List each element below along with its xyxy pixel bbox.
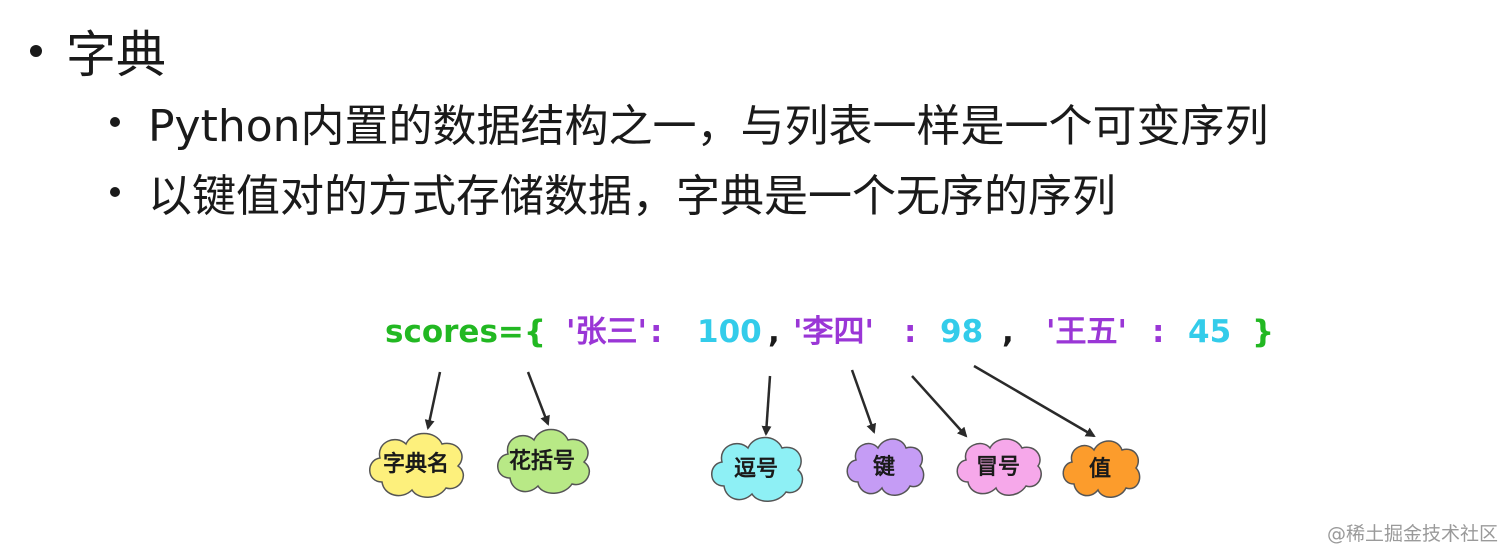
label-braces: 花括号	[508, 449, 575, 474]
label-value: 值	[1088, 457, 1111, 482]
arrow-to-comma	[761, 375, 772, 436]
label-comma: 逗号	[733, 457, 778, 482]
code-key-1: '张三'	[566, 314, 647, 350]
bullet-dot-icon	[30, 45, 42, 57]
cloud-key: 键	[842, 432, 926, 498]
code-value-1: 100	[697, 314, 762, 350]
cloud-braces: 花括号	[490, 422, 594, 496]
cloud-icon	[846, 438, 925, 496]
cloud-comma: 逗号	[706, 430, 806, 504]
code-value-3: 45	[1188, 314, 1232, 350]
code-var: scores={	[385, 314, 546, 350]
code-close-brace: }	[1252, 314, 1275, 350]
label-key: 键	[872, 455, 895, 480]
arrow-to-value	[973, 364, 1096, 438]
arrow-to-braces	[526, 371, 550, 426]
code-colon-1: :	[650, 314, 663, 350]
code-colon-3: :	[1152, 314, 1165, 350]
sub-bullet-text: 以键值对的方式存储数据，字典是一个无序的序列	[148, 171, 1116, 222]
cloud-icon	[711, 436, 804, 502]
arrow-to-key	[850, 369, 877, 434]
cloud-dict-name: 字典名	[362, 424, 470, 500]
code-value-2: 98	[940, 314, 984, 350]
label-colon: 冒号	[975, 455, 1020, 480]
cloud-icon	[956, 438, 1042, 496]
code-colon-2: :	[904, 314, 917, 350]
heading-title: 字典	[66, 26, 166, 84]
arrow-to-dict-name	[424, 371, 442, 430]
sub-bullet-2: 以键值对的方式存储数据，字典是一个无序的序列	[110, 160, 1116, 224]
cloud-icon	[1062, 440, 1141, 498]
cloud-colon: 冒号	[952, 432, 1044, 498]
code-key-2: '李四'	[793, 314, 874, 350]
heading-bullet: 字典	[30, 16, 166, 86]
bullet-dot-icon	[110, 117, 120, 127]
code-comma-1: ,	[768, 314, 780, 350]
bullet-dot-icon	[110, 187, 120, 197]
code-key-3: '王五'	[1046, 314, 1127, 350]
arrow-to-colon	[911, 375, 968, 438]
cloud-value: 值	[1058, 434, 1142, 500]
sub-bullet-text: Python内置的数据结构之一，与列表一样是一个可变序列	[148, 101, 1269, 152]
sub-bullet-1: Python内置的数据结构之一，与列表一样是一个可变序列	[110, 90, 1269, 154]
label-dict-name: 字典名	[382, 452, 449, 477]
code-comma-2: ,	[1002, 314, 1014, 350]
cloud-icon	[369, 432, 464, 498]
watermark: @稀土掘金技术社区	[1326, 523, 1498, 545]
cloud-icon	[497, 428, 590, 494]
